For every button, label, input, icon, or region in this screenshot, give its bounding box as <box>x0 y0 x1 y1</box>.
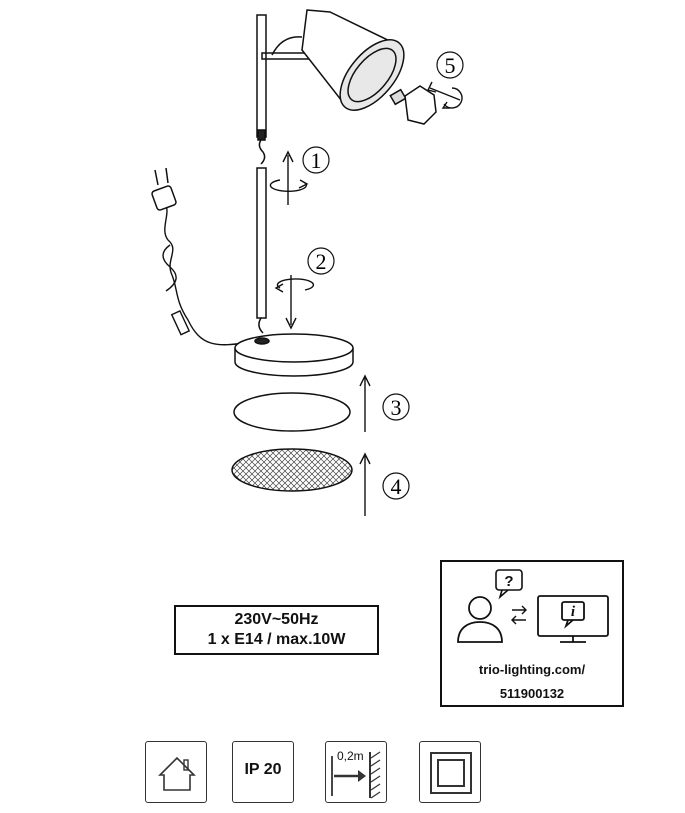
plug-icon <box>151 167 177 211</box>
article-number: 511900132 <box>499 686 565 701</box>
house-icon <box>158 756 196 791</box>
assembly-diagram: 1 2 3 4 5 <box>151 9 464 516</box>
svg-text:?: ? <box>504 573 513 590</box>
step-5: 5 <box>436 51 464 79</box>
ip-rating-symbol: IP 20 <box>232 741 294 803</box>
support-box: ? i trio-lighting.com/ 511900132 <box>440 560 624 707</box>
indoor-use-symbol <box>145 741 207 803</box>
ip-label: IP 20 <box>244 761 282 778</box>
lamp-shade <box>301 9 405 111</box>
svg-text:i: i <box>571 604 576 620</box>
voltage-label: 230V~50Hz <box>234 611 319 628</box>
assembly-arrows <box>269 81 463 516</box>
step-3: 3 <box>382 393 410 421</box>
power-cable <box>162 204 258 346</box>
svg-text:1: 1 <box>311 148 322 173</box>
support-url[interactable]: trio-lighting.com/ <box>478 662 586 677</box>
support-illustration: ? i <box>457 569 609 643</box>
svg-text:5: 5 <box>445 53 456 78</box>
step-1: 1 <box>302 146 330 174</box>
upper-pole <box>256 14 267 165</box>
monitor-icon: i <box>537 595 609 643</box>
distance-label: 0,2m <box>337 749 364 763</box>
felt-pad <box>233 392 351 432</box>
svg-text:4: 4 <box>391 474 402 499</box>
bulb-label: 1 x E14 / max.10W <box>207 631 346 648</box>
distance-symbol: 0,2m <box>325 741 387 803</box>
person-icon <box>457 596 503 643</box>
svg-text:3: 3 <box>391 395 402 420</box>
distance-arrow-icon <box>331 751 381 799</box>
step-2: 2 <box>307 247 335 275</box>
electrical-spec: 230V~50Hz 1 x E14 / max.10W <box>174 605 379 655</box>
question-bubble-icon: ? <box>495 569 523 600</box>
bulb-icon <box>389 85 437 125</box>
step-4: 4 <box>382 472 410 500</box>
svg-text:2: 2 <box>316 249 327 274</box>
lower-pole <box>256 167 267 334</box>
anti-slip-pad <box>231 448 353 492</box>
double-square-icon <box>430 752 472 794</box>
lamp-base <box>234 333 354 377</box>
protection-class-symbol <box>419 741 481 803</box>
exchange-arrows-icon <box>511 605 527 625</box>
